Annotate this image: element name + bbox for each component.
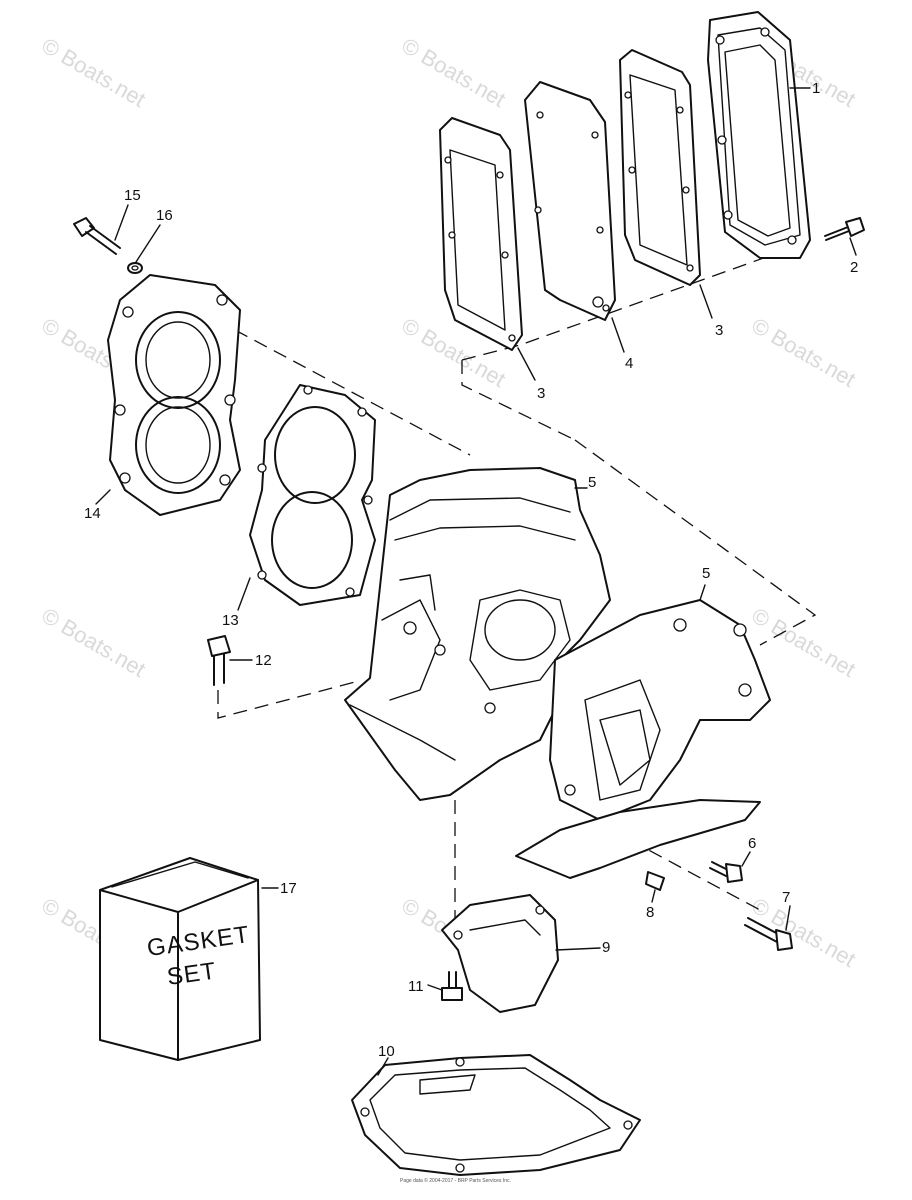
part-9-cover — [441, 894, 559, 1013]
part-5-crankcase — [549, 599, 771, 821]
part-1-cover — [707, 11, 811, 259]
watermark: © Boats.net — [398, 33, 510, 112]
callout-10: 10 — [378, 1043, 395, 1060]
assembly-lines — [217, 244, 817, 920]
part-2-bolt — [824, 217, 865, 241]
part-11-bolt — [441, 971, 463, 1001]
mounting-plate — [515, 799, 761, 879]
callout-1: 1 — [812, 80, 820, 97]
footer-text: Page data © 2004-2017 - BRP Parts Servic… — [400, 1177, 511, 1184]
callout-2: 2 — [850, 259, 858, 276]
callout-12: 12 — [255, 652, 272, 669]
callout-3-front: 3 — [537, 385, 545, 402]
part-16-washer — [127, 262, 143, 274]
part-17-gasket-set-box: GASKET SET — [99, 857, 261, 1061]
part-12-bolt — [207, 635, 231, 686]
watermark: © Boats.net — [38, 33, 150, 112]
callout-14: 14 — [84, 505, 101, 522]
watermark: © Boats.net — [38, 603, 150, 682]
part-4-plate — [524, 81, 616, 321]
callout-9: 9 — [602, 939, 610, 956]
part-14-cylinder-head — [107, 274, 241, 516]
callout-labels: 1 2 3 3 4 5 5 6 7 8 9 10 11 12 13 14 15 … — [84, 80, 858, 1060]
part-5-cylinder-block — [344, 467, 611, 801]
part-10-gasket — [351, 1054, 641, 1176]
part-7-screw — [744, 917, 793, 951]
watermark: © Boats.net — [748, 893, 860, 972]
part-8-pin — [645, 871, 665, 891]
part-3-gasket-front — [439, 117, 523, 351]
watermark: © Boats.net — [748, 313, 860, 392]
callout-4: 4 — [625, 355, 633, 372]
callout-5-crankcase: 5 — [702, 565, 710, 582]
callout-6: 6 — [748, 835, 756, 852]
callout-11: 11 — [408, 978, 424, 995]
part-3-gasket-rear — [619, 49, 701, 286]
callout-8: 8 — [646, 904, 654, 921]
leader-lines — [95, 87, 857, 1076]
callout-5-block: 5 — [588, 474, 596, 491]
part-13-head-gasket — [249, 384, 376, 606]
callout-16: 16 — [156, 207, 173, 224]
part-6-screw — [709, 861, 743, 883]
callout-17: 17 — [280, 880, 297, 897]
callout-3-rear: 3 — [715, 322, 723, 339]
callout-7: 7 — [782, 889, 790, 906]
callout-15: 15 — [124, 187, 141, 204]
callout-13: 13 — [222, 612, 239, 629]
part-15-bolt — [73, 217, 121, 255]
